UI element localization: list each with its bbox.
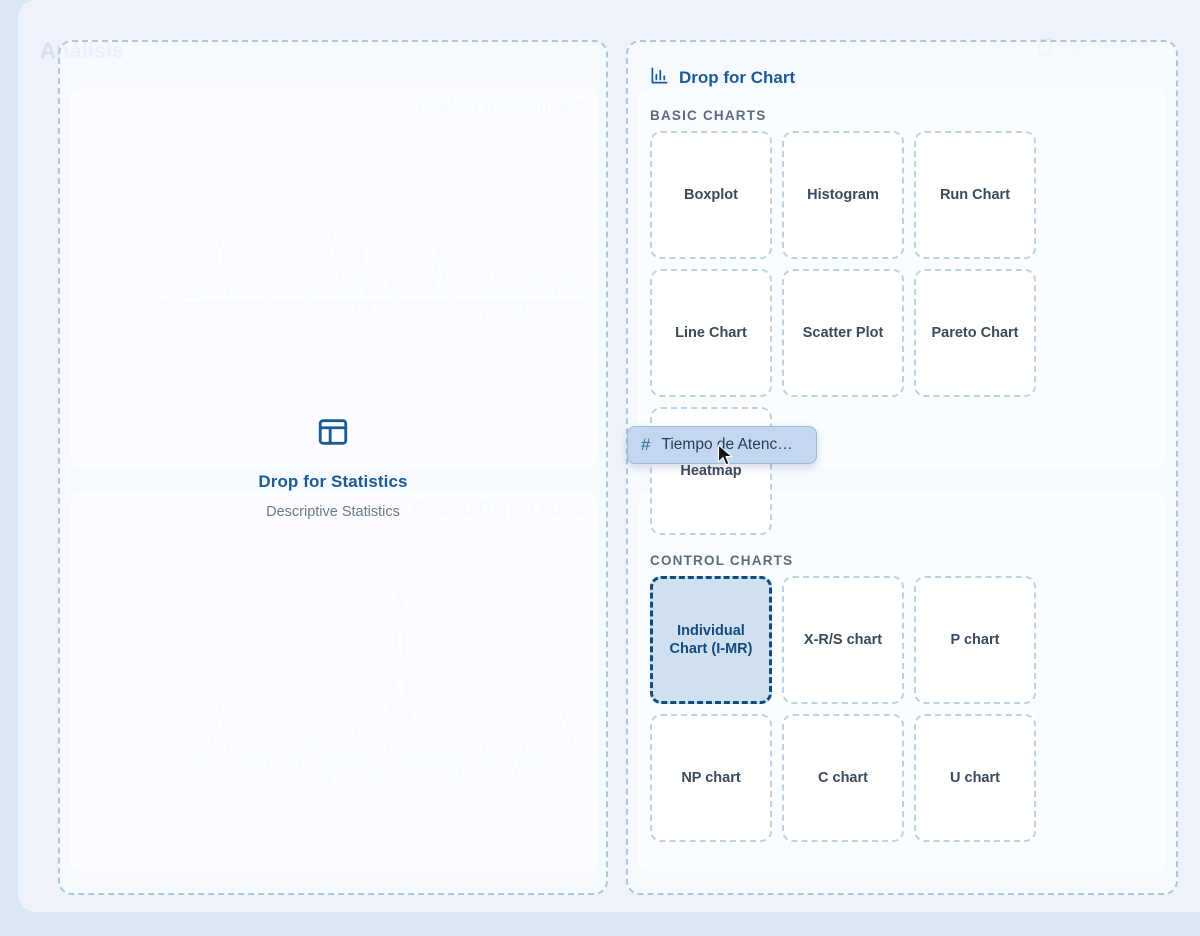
drop-zone-chart-title: Drop for Chart: [679, 68, 796, 87]
drop-zone-statistics-subtitle: Descriptive Statistics: [266, 504, 400, 520]
chart-tile-np-chart[interactable]: NP chart: [650, 714, 772, 842]
chart-tile-c-chart[interactable]: C chart: [782, 714, 904, 842]
tile-label: X-R/S chart: [803, 631, 883, 648]
chart-tile-histogram[interactable]: Histogram: [782, 131, 904, 259]
tile-label: Pareto Chart: [931, 324, 1019, 341]
drop-zone-chart-header: Drop for Chart: [650, 66, 1160, 90]
tile-label: Individual Chart (I-MR): [669, 622, 753, 657]
table-icon: [316, 415, 350, 454]
section-label-basic-charts: BASIC CHARTS: [650, 108, 767, 123]
chart-tile-line-chart[interactable]: Line Chart: [650, 269, 772, 397]
chart-tile-boxplot[interactable]: Boxplot: [650, 131, 772, 259]
chart-tile-x-r-s-chart[interactable]: X-R/S chart: [782, 576, 904, 704]
drop-zone-statistics[interactable]: Drop for Statistics Descriptive Statisti…: [58, 40, 608, 895]
chart-tile-run-chart[interactable]: Run Chart: [914, 131, 1036, 259]
section-label-control-charts: CONTROL CHARTS: [650, 553, 794, 568]
chart-tile-u-chart[interactable]: U chart: [914, 714, 1036, 842]
tile-label: Scatter Plot: [802, 324, 884, 341]
drop-zone-chart[interactable]: Drop for Chart BASIC CHARTS Boxplot Hist…: [626, 40, 1178, 895]
control-charts-grid: Individual Chart (I-MR) X-R/S chart P ch…: [644, 576, 1160, 842]
chart-tile-pareto-chart[interactable]: Pareto Chart: [914, 269, 1036, 397]
tile-label: Histogram: [807, 186, 879, 203]
tile-label: C chart: [818, 769, 868, 786]
chart-tile-scatter-plot[interactable]: Scatter Plot: [782, 269, 904, 397]
app-window: Análisis Exportar PDF Gráfico Individual…: [18, 0, 1200, 912]
tile-label: Heatmap: [680, 462, 742, 479]
tile-label: Run Chart: [939, 186, 1011, 203]
mouse-cursor-icon: [717, 444, 734, 472]
bar-chart-icon: [650, 66, 669, 90]
tile-label: P chart: [950, 631, 1000, 648]
tile-label: NP chart: [681, 769, 741, 786]
hash-icon: #: [641, 435, 651, 454]
drop-zone-statistics-title: Drop for Statistics: [258, 472, 408, 491]
tile-label: Line Chart: [675, 324, 747, 341]
tile-label: U chart: [950, 769, 1000, 786]
chart-tile-individual-chart-imr[interactable]: Individual Chart (I-MR): [650, 576, 772, 704]
tile-label: Boxplot: [684, 186, 738, 203]
chart-tile-p-chart[interactable]: P chart: [914, 576, 1036, 704]
basic-charts-grid: Boxplot Histogram Run Chart Line Chart S…: [644, 131, 1160, 535]
